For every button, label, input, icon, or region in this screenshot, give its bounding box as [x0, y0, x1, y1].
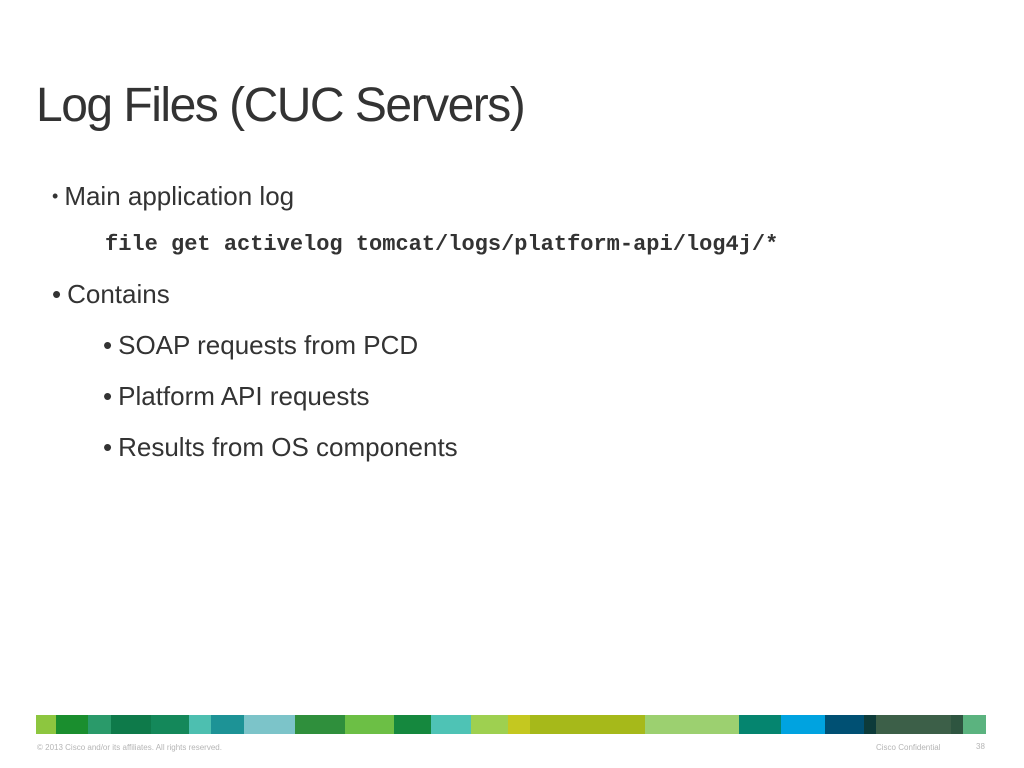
bullet-dot-icon: • [52, 279, 62, 309]
slide-title: Log Files (CUC Servers) [36, 79, 526, 132]
stripe-segment [111, 715, 151, 734]
bullet-text: Contains [67, 279, 170, 309]
stripe-segment [211, 715, 244, 734]
stripe-segment [56, 715, 88, 734]
stripe-segment [244, 715, 295, 734]
confidential-label: Cisco Confidential [876, 743, 941, 752]
bullet-text: Main application log [64, 181, 295, 211]
brand-color-stripe [36, 715, 987, 734]
stripe-segment [530, 715, 645, 734]
stripe-segment [36, 715, 56, 734]
stripe-segment [963, 715, 986, 734]
bullet-text: Platform API requests [118, 381, 370, 411]
stripe-segment [781, 715, 825, 734]
stripe-segment [951, 715, 963, 734]
bullet-dot-icon: • [103, 432, 113, 462]
stripe-segment [295, 715, 345, 734]
stripe-segment [739, 715, 781, 734]
bullet-soap-requests: •SOAP requests from PCD [103, 332, 418, 358]
command-line: file get activelog tomcat/logs/platform-… [105, 232, 779, 257]
bullet-main-application-log: •Main application log [52, 183, 294, 209]
stripe-segment [88, 715, 111, 734]
stripe-segment [864, 715, 876, 734]
stripe-segment [471, 715, 508, 734]
bullet-contains: •Contains [52, 281, 170, 307]
bullet-dot-icon: • [52, 186, 59, 206]
bullet-platform-api-requests: •Platform API requests [103, 383, 370, 409]
stripe-segment [394, 715, 431, 734]
stripe-segment [431, 715, 471, 734]
stripe-segment [825, 715, 864, 734]
stripe-segment [151, 715, 189, 734]
bullet-results-os-components: •Results from OS components [103, 434, 458, 460]
bullet-dot-icon: • [103, 330, 113, 360]
stripe-segment [189, 715, 211, 734]
bullet-dot-icon: • [103, 381, 113, 411]
stripe-segment [345, 715, 394, 734]
bullet-text: Results from OS components [118, 432, 458, 462]
stripe-segment [508, 715, 530, 734]
bullet-text: SOAP requests from PCD [118, 330, 419, 360]
stripe-segment [645, 715, 739, 734]
page-number: 38 [976, 742, 985, 751]
stripe-segment [876, 715, 951, 734]
copyright-text: © 2013 Cisco and/or its affiliates. All … [37, 743, 222, 752]
